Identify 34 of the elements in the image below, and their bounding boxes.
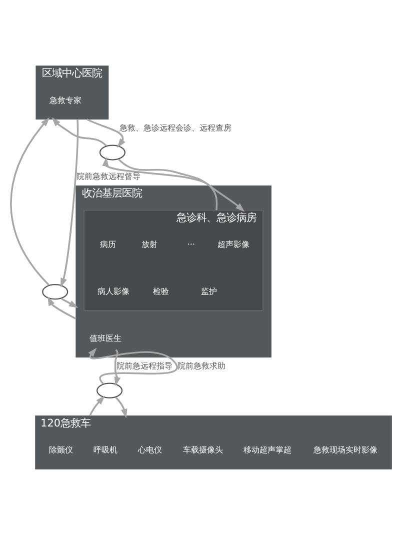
arrow — [86, 118, 126, 148]
arrow — [114, 348, 121, 386]
arrow — [52, 116, 107, 146]
arrow — [89, 395, 105, 416]
arrow — [10, 116, 50, 285]
node-cloud — [96, 382, 123, 398]
arrow — [48, 296, 76, 320]
arrow — [115, 396, 128, 418]
node-text: 移动超声掌超 — [244, 444, 292, 454]
node-text: 车载摄像头 — [182, 444, 223, 454]
node-cloud — [42, 284, 68, 300]
node-text: 病历 — [100, 238, 116, 249]
node-text: 急救现场实时影像 — [313, 444, 378, 454]
node-text: 呼吸机 — [93, 444, 118, 454]
arrow — [60, 118, 79, 287]
node-text: 急救专家 — [50, 94, 82, 104]
arrow — [61, 298, 78, 308]
node-text: 值班医生 — [89, 332, 122, 342]
arrow — [102, 156, 218, 210]
edge-label: 院前急救远程督导 — [76, 170, 141, 181]
edge-label: 院前急救求助 — [178, 360, 226, 370]
node-text: 放射 — [142, 238, 158, 249]
arrow — [88, 347, 178, 384]
node-text: 除颤仪 — [48, 444, 73, 454]
node-text: 病人影像 — [98, 285, 130, 296]
node-text: ··· — [187, 238, 196, 249]
edge-label: 急救、急诊远程会诊、远程查房 — [120, 122, 232, 132]
node-text: 监护 — [201, 285, 218, 296]
edge-label: 院前急远程指导 — [116, 360, 172, 370]
node-cloud — [99, 144, 126, 160]
node-text: 检验 — [153, 285, 170, 296]
arrow — [118, 158, 245, 212]
node-text: 心电仪 — [138, 444, 162, 454]
node-text: 超声影像 — [217, 238, 250, 249]
